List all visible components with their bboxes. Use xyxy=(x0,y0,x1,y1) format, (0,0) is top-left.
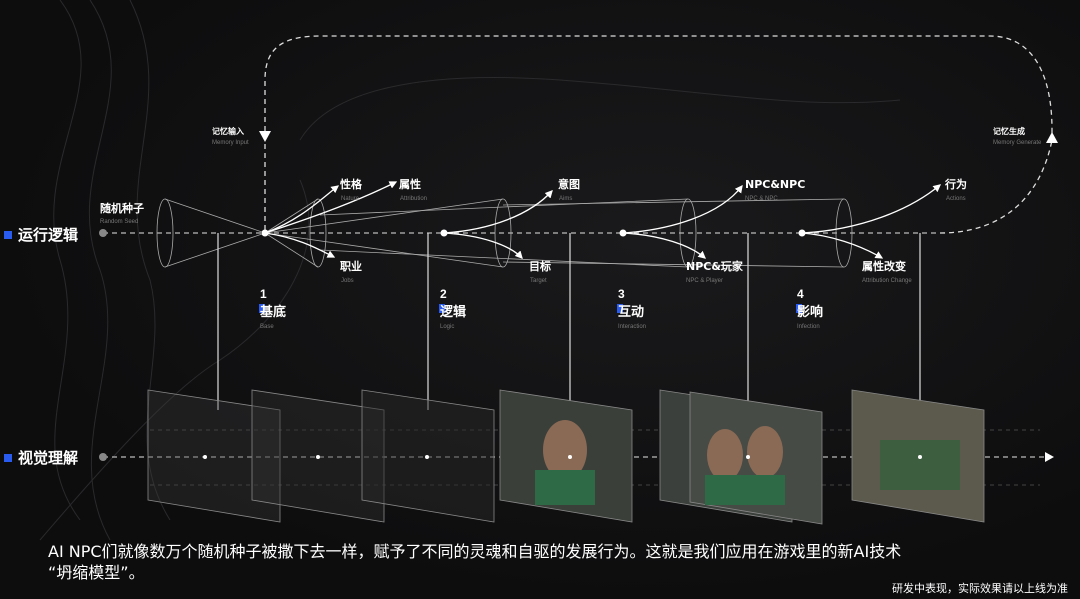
svg-text:属性: 属性 xyxy=(399,177,421,191)
contour-lines xyxy=(39,0,901,541)
memory-input-arrow-icon xyxy=(259,131,271,142)
svg-text:Target: Target xyxy=(530,278,547,284)
svg-text:Attribution: Attribution xyxy=(400,196,427,202)
stage-labels: 1 基底 Base 2 逻辑 Logic 3 互动 Interaction 4 影响 Infec… xyxy=(259,287,823,330)
svg-text:性格: 性格 xyxy=(340,177,363,191)
svg-text:3: 3 xyxy=(618,287,625,301)
accent-square-icon xyxy=(4,453,12,462)
memory-generate-label: 记忆生成 xyxy=(993,126,1025,136)
svg-text:Random Seed: Random Seed xyxy=(100,219,138,225)
drop-lines xyxy=(217,233,921,410)
svg-text:Memory Input: Memory Input xyxy=(212,140,249,146)
output-labels: 性格 Nature 属性 Attribution 职业 Jobs 意图 Aims 目标 T… xyxy=(340,177,967,284)
svg-text:意图: 意图 xyxy=(558,177,580,191)
seed-label: 随机种子 xyxy=(100,201,144,215)
vision-start-dot xyxy=(99,453,107,461)
cones xyxy=(156,198,853,268)
svg-text:互动: 互动 xyxy=(618,305,644,320)
svg-text:Nature: Nature xyxy=(341,196,360,202)
svg-text:Attribution Change: Attribution Change xyxy=(862,278,912,284)
svg-text:职业: 职业 xyxy=(340,259,362,273)
vision-axis-arrow-icon xyxy=(1045,452,1054,462)
svg-text:Aims: Aims xyxy=(559,196,572,202)
row-label-logic: 运行逻辑 xyxy=(4,224,78,245)
caption: AI NPC们就像数万个随机种子被撒下去一样，赋予了不同的灵魂和自驱的发展行为。… xyxy=(48,542,902,582)
memory-generate-arrow-icon xyxy=(1046,132,1058,143)
svg-text:Base: Base xyxy=(260,324,274,330)
svg-text:影响: 影响 xyxy=(797,304,823,320)
svg-text:4: 4 xyxy=(797,287,804,301)
svg-text:1: 1 xyxy=(260,287,267,301)
svg-text:Infection: Infection xyxy=(797,324,820,330)
seed-dot xyxy=(99,229,107,237)
svg-text:2: 2 xyxy=(440,287,447,301)
svg-text:NPC & Player: NPC & Player xyxy=(686,278,723,284)
row-label-vision: 视觉理解 xyxy=(4,447,78,468)
svg-text:Logic: Logic xyxy=(440,324,454,330)
svg-text:NPC&NPC: NPC&NPC xyxy=(745,178,805,191)
memory-input-label: 记忆输入 xyxy=(212,126,244,136)
svg-text:逻辑: 逻辑 xyxy=(440,304,466,320)
image-frames xyxy=(147,389,985,525)
branch-arrows xyxy=(264,181,941,259)
disclaimer: 研发中表现，实际效果请以上线为准 xyxy=(892,582,1068,595)
svg-text:NPC&玩家: NPC&玩家 xyxy=(686,259,744,273)
svg-text:Actions: Actions xyxy=(946,196,966,202)
svg-text:行为: 行为 xyxy=(944,177,967,191)
svg-text:Interaction: Interaction xyxy=(618,324,646,330)
svg-text:基底: 基底 xyxy=(259,304,286,320)
svg-text:属性改变: 属性改变 xyxy=(862,259,906,273)
svg-text:Jobs: Jobs xyxy=(341,278,354,284)
svg-text:目标: 目标 xyxy=(529,259,551,273)
svg-text:NPC & NPC: NPC & NPC xyxy=(745,196,778,202)
svg-text:Memory Generate: Memory Generate xyxy=(993,140,1042,146)
accent-square-icon xyxy=(4,230,12,239)
memory-loop xyxy=(264,35,1053,230)
